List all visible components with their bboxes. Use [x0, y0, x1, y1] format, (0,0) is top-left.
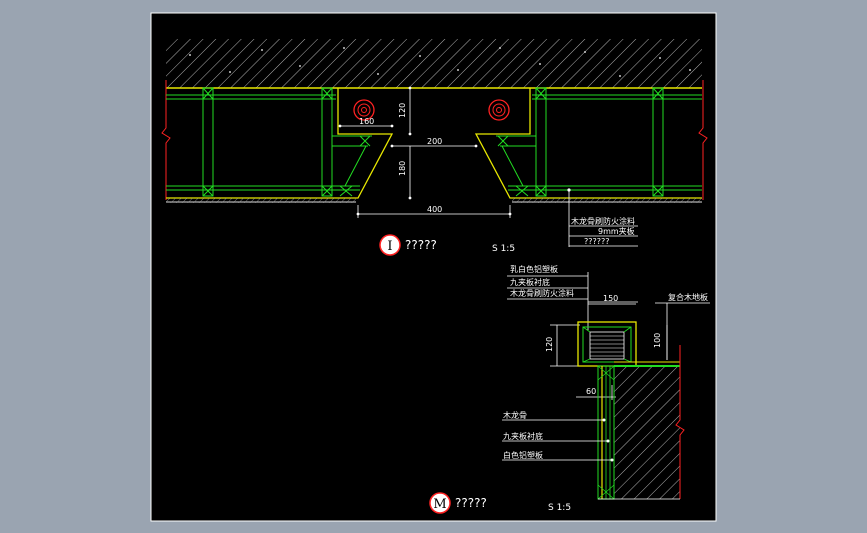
dim-160: 160 — [359, 117, 374, 126]
note-leader — [568, 190, 638, 247]
note-bottom-2: 九夹板衬底 — [503, 431, 543, 441]
note-top-1: 木龙骨刷防火涂料 — [571, 216, 635, 226]
break-line-right — [698, 80, 708, 200]
section-marker-m-text: M — [433, 497, 446, 512]
section-marker-i[interactable] — [379, 234, 401, 256]
dimension-lines — [340, 88, 511, 218]
note-bottom-3: 白色铝塑板 — [503, 450, 543, 460]
note-bottom-1: 木龙骨 — [503, 410, 527, 420]
scale-i: S 1:5 — [492, 244, 515, 254]
dim-120b: 120 — [545, 337, 554, 352]
bottom-notes-leader — [502, 419, 612, 461]
note-bottom-top-1: 乳白色铝塑板 — [510, 264, 558, 274]
scale-m: S 1:5 — [548, 503, 571, 513]
section-title-m: ????? — [455, 496, 487, 510]
dim-100: 100 — [653, 333, 662, 348]
dim-200: 200 — [427, 137, 442, 146]
section-title-i: ????? — [405, 238, 437, 252]
timber-framing — [166, 87, 702, 197]
wall-section — [614, 366, 680, 499]
note-bottom-top-3: 木龙骨刷防火涂料 — [510, 288, 574, 298]
dim-400: 400 — [427, 205, 442, 214]
downlight-left — [353, 99, 375, 121]
note-bottom-top-2: 九夹板衬底 — [510, 277, 550, 287]
dim-180: 180 — [398, 161, 407, 176]
note-top-2: 9mm夹板 — [598, 226, 635, 236]
dimension-ticks — [338, 86, 512, 216]
detail-top: 160 120 200 180 400 木龙骨刷防火涂料 9mm夹板 ?????… — [161, 39, 708, 256]
downlight-right — [488, 99, 510, 121]
break-line-wall — [675, 345, 685, 499]
detail-bottom: 乳白色铝塑板 九夹板衬底 木龙骨刷防火涂料 复合木地板 150 120 100 … — [429, 264, 710, 514]
dim-150: 150 — [603, 294, 618, 303]
break-line-left — [161, 80, 171, 200]
aggregate-dots — [189, 47, 691, 77]
section-marker-m[interactable] — [429, 492, 451, 514]
note-floor: 复合木地板 — [668, 292, 708, 302]
note-top-3: ?????? — [584, 237, 609, 246]
box-hatch — [590, 335, 624, 357]
concrete-slab — [166, 39, 702, 88]
dim-120: 120 — [398, 103, 407, 118]
section-marker-i-text: I — [387, 239, 392, 254]
dim-60: 60 — [586, 387, 596, 396]
